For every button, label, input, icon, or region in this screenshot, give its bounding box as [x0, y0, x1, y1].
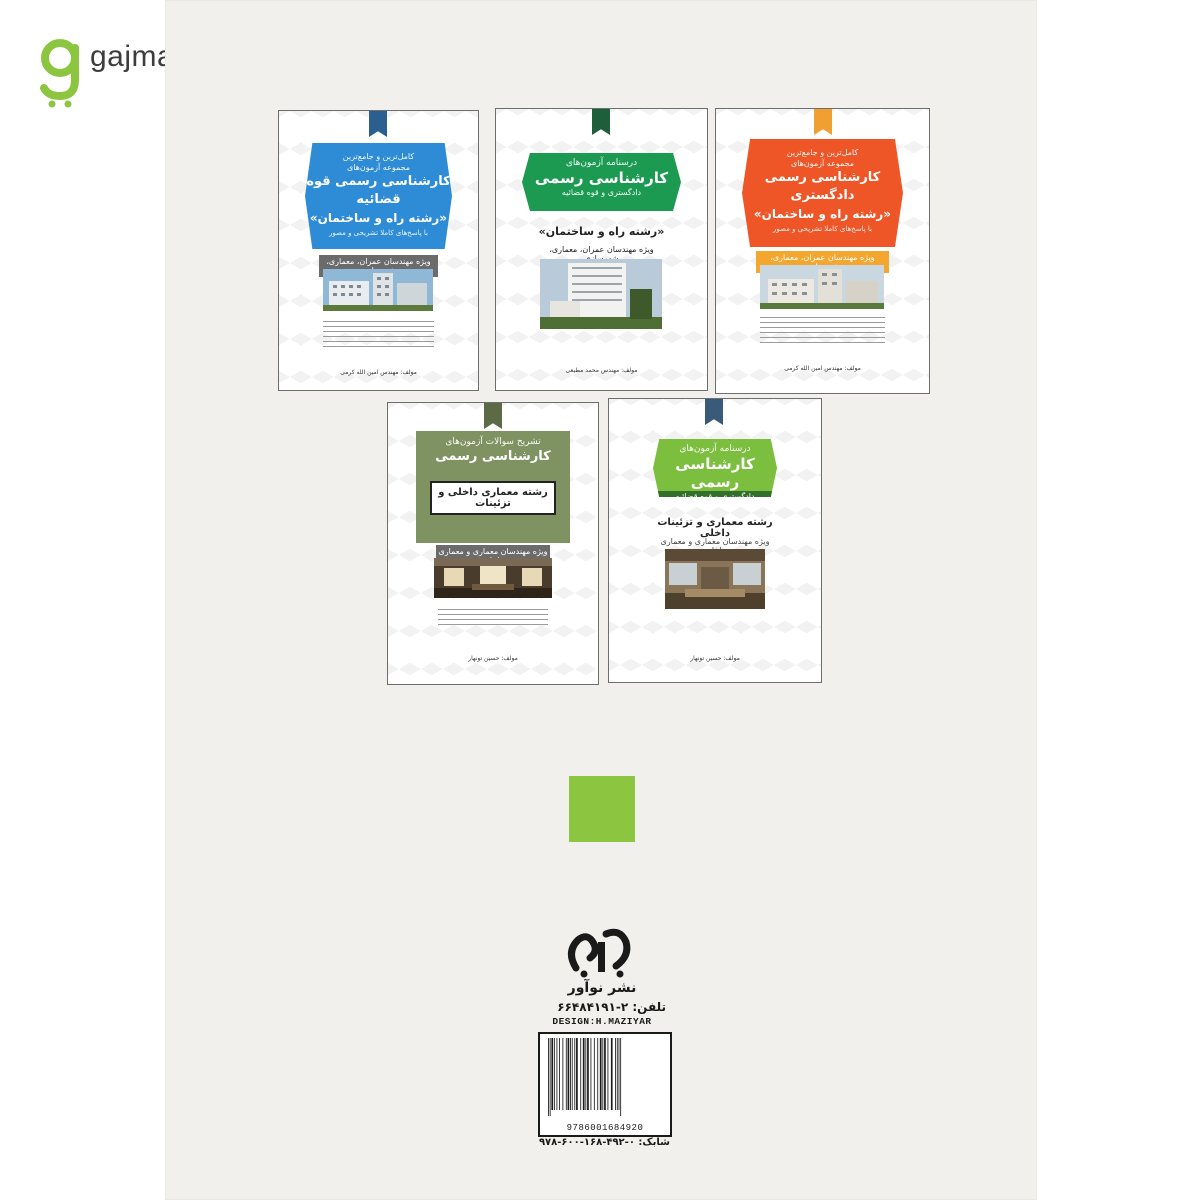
publisher-ribbon-icon [369, 111, 387, 137]
publisher-name: نشر نوآور [567, 980, 637, 996]
publisher-ribbon-icon [814, 109, 832, 135]
publisher-ribbon-icon [592, 109, 610, 135]
book-title: کارشناسی رسمی [534, 169, 669, 187]
barcode-digits: 9786001684920 [566, 1123, 644, 1133]
barcode-bar [620, 1038, 622, 1116]
barcode-bar [616, 1038, 618, 1110]
building-photo [323, 269, 433, 311]
book-author: مولف: مهندس محمد مطیعی [565, 367, 638, 374]
building-photo [760, 265, 884, 309]
barcode-bar [556, 1038, 558, 1110]
barcode-bar [610, 1038, 613, 1110]
book-thumbnail-lightgreen: درسنامه آزمون‌های کارشناسی رسمی دادگستری… [608, 398, 822, 683]
barcode-bar [553, 1038, 555, 1110]
description-lines [760, 313, 885, 347]
gajmarket-g-icon [40, 39, 79, 108]
isbn-number: شابک: ۰-۴۹۲-۱۶۸-۶۰۰-۹۷۸ [538, 1137, 670, 1148]
interior-photo [665, 549, 765, 609]
barcode-bar [604, 1038, 606, 1110]
book-author: مولف: حسین تونهار [468, 655, 518, 662]
header-line: مجموعه آزمون‌های [346, 163, 411, 172]
barcode-bar [593, 1038, 595, 1110]
header-line: کامل‌ترین و جامع‌ترین [342, 152, 415, 161]
barcode-bar [585, 1038, 587, 1110]
book-title: کارشناسی رسمی [675, 455, 755, 491]
publisher-phone: تلفن: ۲-۶۶۴۸۴۱۹۱ [557, 1000, 666, 1014]
book-author: مولف: حسین تونهار [690, 655, 740, 662]
header-line: با پاسخ‌های کاملا تشریحی و مصور [329, 229, 428, 237]
barcode-bar [602, 1038, 604, 1110]
header-line: دادگستری و قوه قضائیه [653, 491, 777, 497]
book-header: کامل‌ترین و جامع‌ترین مجموعه آزمون‌های ک… [305, 143, 452, 249]
barcode-bar [582, 1038, 585, 1110]
book-title: کارشناسی رسمی قوه قضائیه [306, 174, 451, 207]
header-line: درسنامه آزمون‌های [565, 158, 638, 168]
book-field-box: «رشته راه و ساختمان» [538, 225, 665, 238]
book-subtitle: ویژه مهندسان عمران، معماری، شهرسازی [549, 245, 654, 263]
interior-photo [434, 558, 552, 598]
book-field-title: رشته معماری و تزئینات داخلی [657, 517, 773, 539]
book-author: مولف: مهندس امین الله کرمی [784, 365, 861, 372]
book-thumbnail-blue: کامل‌ترین و جامع‌ترین مجموعه آزمون‌های ک… [278, 110, 479, 391]
book-header: کامل‌ترین و جامع‌ترین مجموعه آزمون‌های ک… [742, 139, 903, 247]
book-field: «رشته راه و ساختمان» [753, 207, 892, 221]
barcode-bar [559, 1038, 560, 1110]
book-thumbnail-olive: تشریح سوالات آزمون‌های کارشناسی رسمی رشت… [387, 402, 599, 685]
accent-square [569, 776, 635, 842]
barcode-bar [607, 1038, 609, 1110]
book-header: درسنامه آزمون‌های کارشناسی رسمی دادگستری… [522, 153, 681, 211]
book-thumbnail-green: درسنامه آزمون‌های کارشناسی رسمی دادگستری… [495, 108, 708, 391]
header-line: دادگستری و قوه قضائیه [561, 188, 642, 197]
barcode-bar [574, 1038, 576, 1110]
book-field-box: رشته معماری داخلی و تزئینات [430, 481, 556, 515]
barcode-bar [576, 1038, 578, 1110]
description-lines [438, 605, 548, 629]
barcode-bar [549, 1038, 551, 1116]
barcode-bar [571, 1038, 573, 1110]
barcode-bar [567, 1038, 570, 1110]
book-field: «رشته راه و ساختمان» [309, 211, 448, 225]
book-title: کارشناسی رسمی [435, 449, 551, 464]
barcode-bar [562, 1038, 564, 1110]
book-header: درسنامه آزمون‌های کارشناسی رسمی دادگستری… [653, 439, 777, 497]
header-line: با پاسخ‌های کاملا تشریحی و مصور [773, 225, 872, 233]
building-photo [540, 259, 662, 329]
barcode-bar [590, 1038, 592, 1110]
publisher-ribbon-icon [484, 403, 502, 429]
barcode-bar [618, 1038, 620, 1110]
header-line: درسنامه آزمون‌های [679, 444, 751, 454]
barcode-bar [615, 1038, 616, 1110]
barcode-bar [565, 1038, 567, 1110]
barcode-bar [599, 1038, 602, 1110]
header-line: تشریح سوالات آزمون‌های [445, 437, 541, 447]
publisher-logo-icon [568, 928, 631, 978]
book-thumbnail-orange: کامل‌ترین و جامع‌ترین مجموعه آزمون‌های ک… [715, 108, 930, 394]
header-line: مجموعه آزمون‌های [790, 159, 855, 168]
header-line: کامل‌ترین و جامع‌ترین [786, 148, 859, 157]
description-lines [323, 317, 434, 351]
book-title: کارشناسی رسمی دادگستری [764, 170, 881, 203]
barcode-bar [580, 1038, 582, 1110]
barcode-bar [551, 1038, 554, 1110]
publisher-ribbon-icon [705, 399, 723, 425]
barcode-bar [587, 1038, 589, 1110]
barcode-bar [597, 1038, 599, 1110]
barcode-bars [548, 1038, 622, 1116]
barcode-bar [570, 1038, 571, 1110]
book-author: مولف: مهندس امین الله کرمی [340, 369, 417, 376]
isbn-barcode: 9786001684920 [538, 1032, 672, 1137]
design-credit: DESIGN:H.MAZIYAR [552, 1016, 652, 1027]
barcode-bar [548, 1038, 549, 1116]
